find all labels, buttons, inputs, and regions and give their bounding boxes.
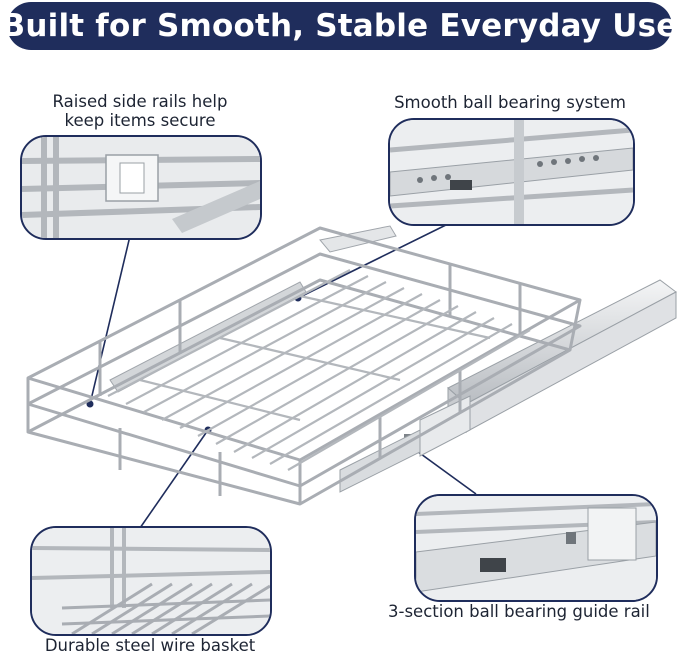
guide-rail-detail bbox=[416, 496, 656, 600]
basket-frame bbox=[26, 226, 582, 506]
ball-bearing-detail bbox=[390, 120, 633, 224]
ball-bearings bbox=[417, 155, 599, 183]
side-rails-detail bbox=[22, 137, 260, 238]
slide-rail-right bbox=[339, 279, 677, 493]
wire-basket-label: Durable steel wire basket bbox=[44, 636, 256, 655]
inset-guide-rail bbox=[414, 494, 658, 602]
guide-rail-label: 3-section ball bearing guide rail bbox=[388, 602, 650, 621]
side-rails-label-line2: keep items secure bbox=[64, 111, 216, 130]
side-rails-label: Raised side rails help keep items secure bbox=[35, 92, 245, 130]
banner-title: Built for Smooth, Stable Everyday Use bbox=[1, 8, 678, 44]
inset-ball-bearing bbox=[388, 118, 635, 226]
ball-bearing-label: Smooth ball bearing system bbox=[394, 93, 626, 112]
wire-basket-detail bbox=[32, 528, 270, 634]
title-banner: Built for Smooth, Stable Everyday Use bbox=[2, 2, 677, 50]
inset-wire-basket bbox=[30, 526, 272, 636]
basket-floor bbox=[107, 269, 531, 471]
side-rails-label-line1: Raised side rails help bbox=[52, 92, 228, 111]
inset-side-rails bbox=[20, 135, 262, 240]
